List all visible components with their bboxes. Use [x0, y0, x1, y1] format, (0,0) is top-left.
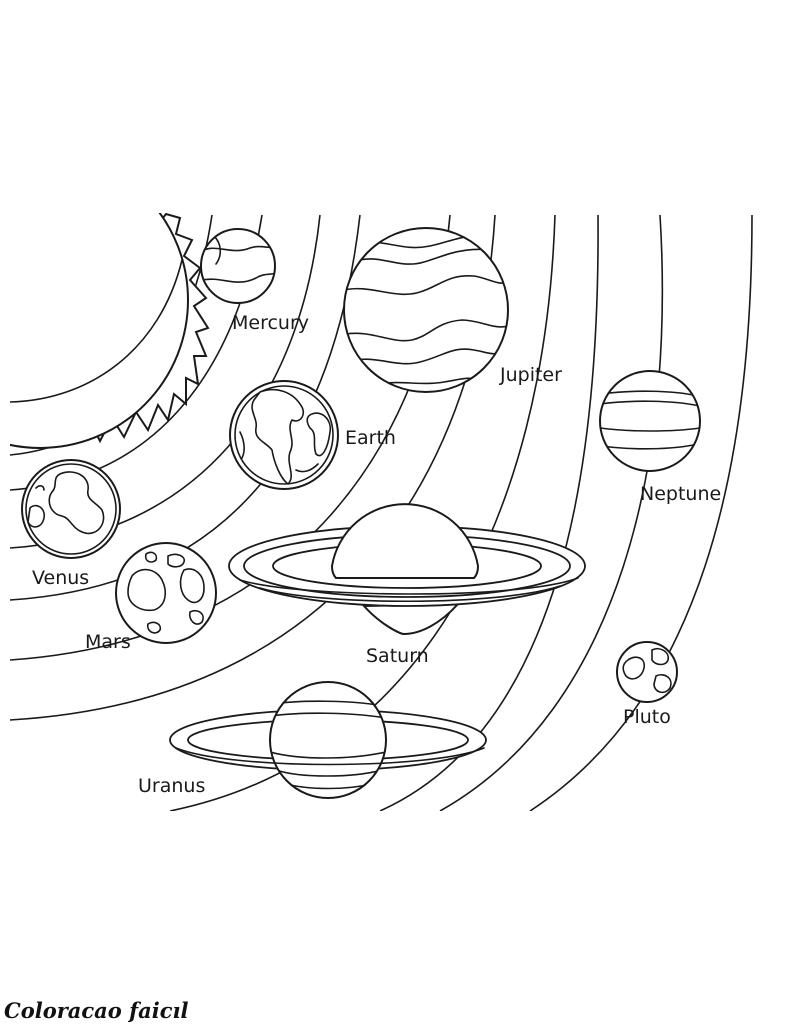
planet-neptune: Neptune	[599, 370, 721, 505]
earth-continent	[295, 463, 319, 473]
pluto-surface	[622, 656, 646, 680]
earth-continent	[239, 431, 245, 459]
mercury-band	[213, 235, 222, 265]
sun-inner-arc	[10, 259, 183, 403]
planet-saturn: Saturn	[228, 503, 586, 667]
uranus-band	[270, 712, 386, 719]
mercury-body	[200, 228, 276, 304]
saturn-ring-front	[259, 585, 561, 603]
uranus-band	[270, 751, 386, 759]
planet-mercury: Mercury	[200, 228, 309, 334]
saturn-label: Saturn	[366, 645, 429, 667]
earth-continent	[306, 412, 332, 457]
uranus-label: Uranus	[138, 775, 205, 797]
neptune-body	[599, 370, 701, 472]
earth-continent	[251, 388, 305, 485]
neptune-band	[601, 443, 699, 450]
mercury-label: Mercury	[232, 312, 309, 334]
sun	[10, 213, 210, 449]
orbit-9	[439, 214, 664, 811]
watermark-text: Coloracao faicıl	[4, 998, 189, 1023]
jupiter-label: Jupiter	[499, 364, 562, 386]
sun-disc	[10, 213, 189, 449]
planet-uranus: Uranus	[138, 681, 487, 799]
mars-crater	[188, 609, 204, 625]
mars-crater	[144, 551, 158, 563]
uranus-body	[269, 681, 387, 799]
venus-inner-ring	[25, 463, 117, 555]
earth-label: Earth	[345, 427, 396, 449]
mars-label: Mars	[85, 631, 131, 653]
uranus-ring-front	[175, 747, 485, 766]
neptune-band	[600, 427, 700, 432]
saturn-ring-front	[239, 577, 579, 595]
uranus-band	[275, 769, 383, 777]
venus-surface	[48, 471, 105, 535]
neptune-label: Neptune	[640, 483, 721, 505]
planet-mars: Mars	[85, 542, 217, 653]
mars-crater	[167, 553, 186, 568]
venus-surface	[27, 504, 46, 528]
pluto-label: Pluto	[623, 706, 671, 728]
jupiter-band	[344, 275, 508, 296]
planet-venus: Venus	[21, 459, 121, 589]
pluto-surface	[651, 647, 670, 666]
venus-surface	[35, 485, 45, 491]
earth-inner-ring	[234, 385, 334, 485]
venus-label: Venus	[32, 567, 89, 589]
jupiter-band	[379, 377, 481, 385]
jupiter-band	[345, 319, 508, 342]
jupiter-band	[351, 248, 508, 265]
mars-crater	[179, 568, 205, 604]
neptune-band	[600, 400, 700, 407]
planet-earth: Earth	[229, 380, 396, 490]
pluto-surface	[653, 673, 672, 694]
jupiter-band	[355, 348, 501, 365]
mars-crater	[146, 621, 162, 634]
saturn-body	[330, 503, 480, 579]
jupiter-body	[343, 227, 509, 393]
planet-pluto: Pluto	[616, 641, 678, 728]
neptune-band	[601, 390, 699, 397]
mars-crater	[127, 568, 167, 612]
saturn-body-lower	[361, 602, 461, 636]
orbit-10	[529, 214, 753, 811]
mercury-band	[201, 271, 275, 283]
planet-jupiter: Jupiter	[343, 227, 562, 393]
